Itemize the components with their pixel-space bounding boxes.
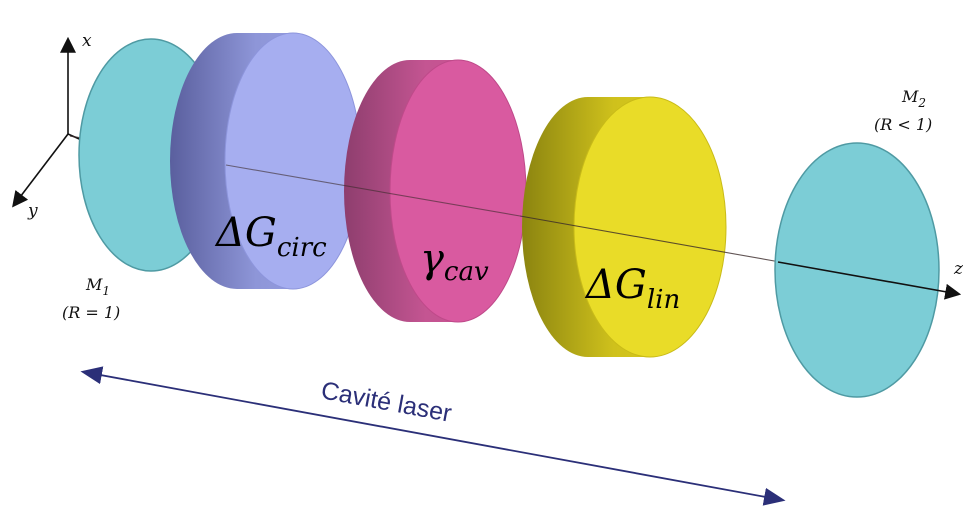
gamma-cav-label: γcav <box>420 236 489 287</box>
m2-name: M <box>901 87 919 106</box>
mirror-m2-label: M2 (R < 1) <box>874 87 932 134</box>
cav-symbol: γ <box>420 236 444 282</box>
lin-sub: lin <box>647 285 680 315</box>
delta-g-lin-element <box>522 96 727 358</box>
circ-symbol: ΔG <box>214 210 277 256</box>
z-axis-line <box>777 261 962 300</box>
z-axis-label: z <box>953 259 964 279</box>
y-axis-label: y <box>27 201 38 221</box>
m1-reflectivity: (R = 1) <box>62 303 120 322</box>
lin-symbol: ΔG <box>584 262 647 308</box>
m1-name: M <box>85 275 103 294</box>
delta-g-circ-element <box>170 32 362 290</box>
optical-axis-mid2 <box>519 215 781 263</box>
m1-sub: 1 <box>102 284 110 298</box>
cavity-arrow <box>80 366 786 506</box>
optical-axis-mid <box>225 164 521 217</box>
m2-reflectivity: (R < 1) <box>874 115 932 134</box>
circ-sub: circ <box>277 233 327 263</box>
delta-g-circ-label: ΔGcirc <box>214 210 327 263</box>
cav-sub: cav <box>444 257 489 287</box>
svg-text:M1: M1 <box>85 275 110 298</box>
x-axis-label: x <box>82 31 92 51</box>
mirror-m2 <box>774 142 940 398</box>
mirror-m1-label: M1 (R = 1) <box>62 275 120 322</box>
delta-g-lin-face <box>573 96 727 358</box>
gamma-cav-element <box>344 59 527 323</box>
y-axis-line <box>12 133 69 208</box>
axes: x y z <box>12 31 964 279</box>
cavity-label: Cavité laser <box>319 376 454 427</box>
m2-sub: 2 <box>917 96 926 110</box>
delta-g-lin-label: ΔGlin <box>584 262 680 315</box>
svg-text:M2: M2 <box>901 87 926 110</box>
